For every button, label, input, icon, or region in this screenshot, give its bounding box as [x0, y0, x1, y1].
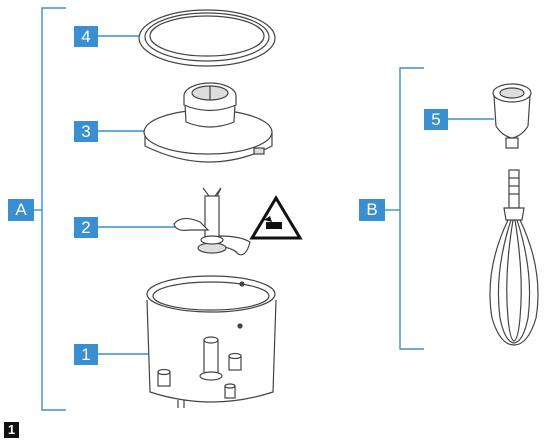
part-label-3: 3 — [74, 121, 98, 142]
whisk-icon — [489, 169, 539, 346]
part-label-5: 5 — [424, 109, 448, 130]
blade-warning-icon — [249, 195, 303, 240]
lid-drawing — [143, 82, 273, 163]
figure-number-badge: 1 — [4, 422, 19, 438]
part-label-1: 1 — [74, 344, 98, 365]
seal-ring-drawing — [138, 9, 276, 67]
group-label-b: B — [359, 199, 385, 221]
bowl-drawing — [146, 275, 277, 408]
blade-drawing — [173, 187, 251, 256]
gear-attachment-drawing — [492, 83, 532, 149]
group-label-a: A — [8, 199, 34, 221]
bracket-a — [41, 7, 66, 411]
part-label-2: 2 — [74, 217, 98, 238]
part-label-4: 4 — [74, 26, 98, 47]
bracket-b — [399, 67, 424, 350]
